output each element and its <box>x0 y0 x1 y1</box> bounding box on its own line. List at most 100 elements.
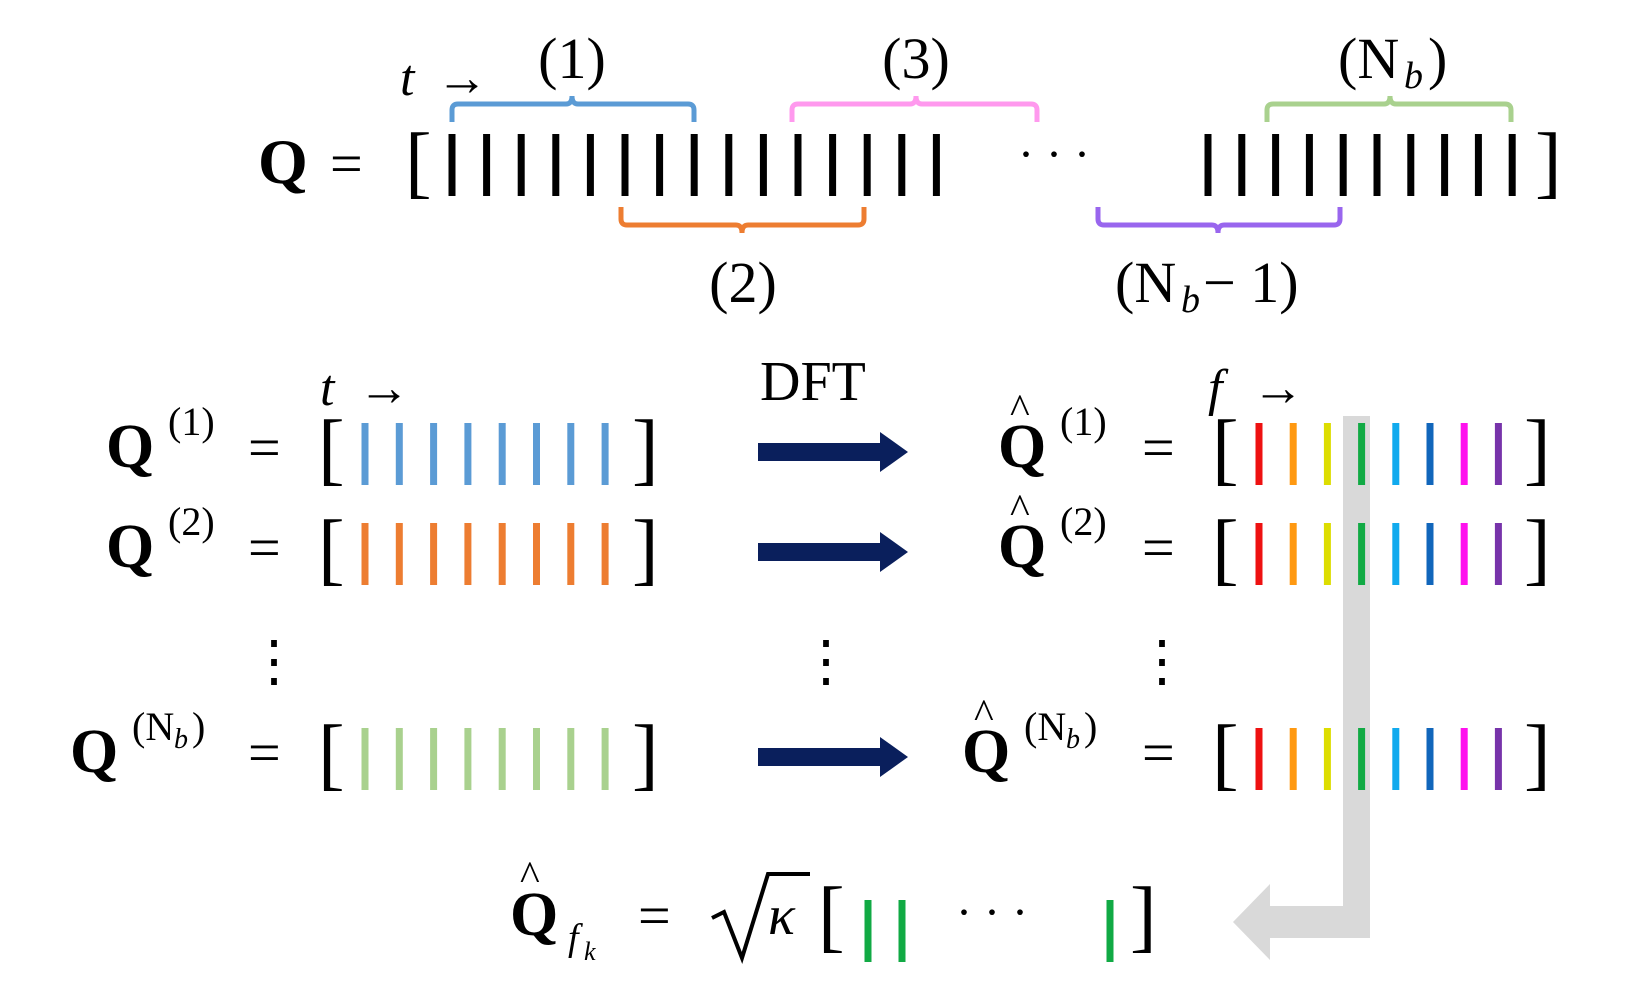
spectrum-equals-sign: = <box>1142 415 1175 480</box>
segment-nb-label-open: (N <box>1338 26 1399 91</box>
segment-time-bar <box>464 523 472 585</box>
segment-time-bar <box>395 523 403 585</box>
spectrum-frequency-bar <box>1289 728 1297 790</box>
top-sample-bar <box>898 134 906 196</box>
segment-row: Q(1)=[]Q^(1)=[] <box>106 387 1551 493</box>
top-sample-bar <box>656 134 664 196</box>
top-sample-bar <box>1373 134 1381 196</box>
bottom-bars <box>864 900 1114 962</box>
top-sample-bar <box>932 134 940 196</box>
segment-3-label: (3) <box>882 26 950 91</box>
segment-nb-label-close: ) <box>1428 26 1447 91</box>
spectrum-equals-sign: = <box>1142 720 1175 785</box>
segment-time-bar <box>498 728 506 790</box>
bottom-equation: Q ^ f k = κ [ ] · · · <box>510 854 1157 966</box>
segment-superscript-sub: b <box>174 724 188 755</box>
spectrum-frequency-bar <box>1392 523 1400 585</box>
bottom-frequency-bar <box>1106 900 1114 962</box>
segment-superscript-close: ) <box>192 704 205 749</box>
top-open-bracket: [ <box>405 118 432 206</box>
segment-time-bar <box>498 423 506 485</box>
segment-time-bar <box>601 728 609 790</box>
spectrum-frequency-bar <box>1323 728 1331 790</box>
top-sample-bar <box>552 134 560 196</box>
segment-time-bar <box>498 523 506 585</box>
middle-freq-arrow-icon: → <box>1252 360 1304 417</box>
spectrum-frequency-bar <box>1426 423 1434 485</box>
segment-hat-accent: ^ <box>974 692 994 738</box>
segment-1-brace <box>449 95 697 122</box>
segment-1-label: (1) <box>538 26 606 91</box>
spectrum-frequency-bar <box>1289 423 1297 485</box>
top-close-bracket: ] <box>1535 118 1562 206</box>
spectrum-frequency-bar <box>1358 423 1366 485</box>
top-bars-left <box>448 134 940 196</box>
segment-open-bracket: [ <box>318 710 345 798</box>
spectrum-superscript-close: ) <box>1084 704 1097 749</box>
segment-time-bar <box>361 423 369 485</box>
spectrum-frequency-bar <box>1460 423 1468 485</box>
spectrum-close-bracket: ] <box>1524 405 1551 493</box>
spectrum-frequency-bar <box>1255 728 1263 790</box>
segment-q-hat-symbol: Q <box>998 513 1046 581</box>
top-sample-bar <box>794 134 802 196</box>
gather-frequency-arrow-icon <box>1233 416 1370 960</box>
top-equation: Q = [ ] · · · t → (1) (2) (3) (N b ) (N … <box>258 26 1562 321</box>
spectrum-open-bracket: [ <box>1212 710 1239 798</box>
top-sample-bar <box>621 134 629 196</box>
segment-time-bar <box>567 523 575 585</box>
spectrum-frequency-bar <box>1494 523 1502 585</box>
spectrum-frequency-bar <box>1426 728 1434 790</box>
segment-nb-brace <box>1264 95 1514 122</box>
segment-time-bar <box>430 523 438 585</box>
segment-nb-label-sub: b <box>1404 55 1423 97</box>
spectrum-superscript-sub: b <box>1066 724 1080 755</box>
segment-time-bar <box>601 423 609 485</box>
spectrum-superscript: (1) <box>1060 399 1107 444</box>
spectrum-frequency-bar <box>1358 523 1366 585</box>
segment-3-brace <box>789 95 1040 122</box>
top-time-arrow-icon: → <box>436 50 488 107</box>
dft-label: DFT <box>760 351 866 413</box>
segment-superscript: (N <box>132 704 174 749</box>
top-sample-bar <box>1204 134 1212 196</box>
segment-nb-minus-1-sub: b <box>1181 279 1200 321</box>
segment-time-bar <box>533 728 540 790</box>
segment-time-bar <box>464 728 472 790</box>
top-time-variable: t <box>400 50 416 107</box>
top-sample-bar <box>1305 134 1313 196</box>
sqrt-sign-icon <box>711 872 810 965</box>
segment-nb-minus-1-label: (N b − 1) <box>1115 250 1299 321</box>
top-ellipsis: · · · <box>1018 128 1090 181</box>
segment-close-bracket: ] <box>632 710 659 798</box>
top-sample-bar <box>517 134 525 196</box>
dft-arrow-icon <box>758 737 908 777</box>
segment-q-symbol: Q <box>106 513 154 581</box>
spectrum-frequency-bar <box>1289 523 1297 585</box>
top-sample-bar <box>448 134 456 196</box>
segment-time-bar <box>430 423 438 485</box>
arrow-vdots: ⋮ <box>798 631 854 693</box>
spectrum-close-bracket: ] <box>1524 710 1551 798</box>
sqrt-argument: κ <box>768 885 796 947</box>
segment-hat-accent: ^ <box>1010 387 1030 433</box>
segment-open-bracket: [ <box>318 505 345 593</box>
segment-open-bracket: [ <box>318 405 345 493</box>
spectrum-frequency-bar <box>1255 423 1263 485</box>
dft-arrow-icon <box>758 532 908 572</box>
top-sample-bar <box>829 134 837 196</box>
bottom-hat-accent: ^ <box>520 854 540 900</box>
segment-close-bracket: ] <box>632 505 659 593</box>
segment-time-bar <box>567 728 575 790</box>
segment-time-bar <box>430 728 438 790</box>
spectrum-superscript: (N <box>1024 704 1066 749</box>
top-sample-bar <box>1441 134 1449 196</box>
middle-time-variable: t <box>320 360 336 417</box>
top-sample-bar <box>725 134 733 196</box>
bottom-close-bracket: ] <box>1130 872 1157 960</box>
top-equals-sign: = <box>330 131 363 196</box>
spectrum-frequency-bar <box>1494 728 1502 790</box>
spectrum-close-bracket: ] <box>1524 505 1551 593</box>
